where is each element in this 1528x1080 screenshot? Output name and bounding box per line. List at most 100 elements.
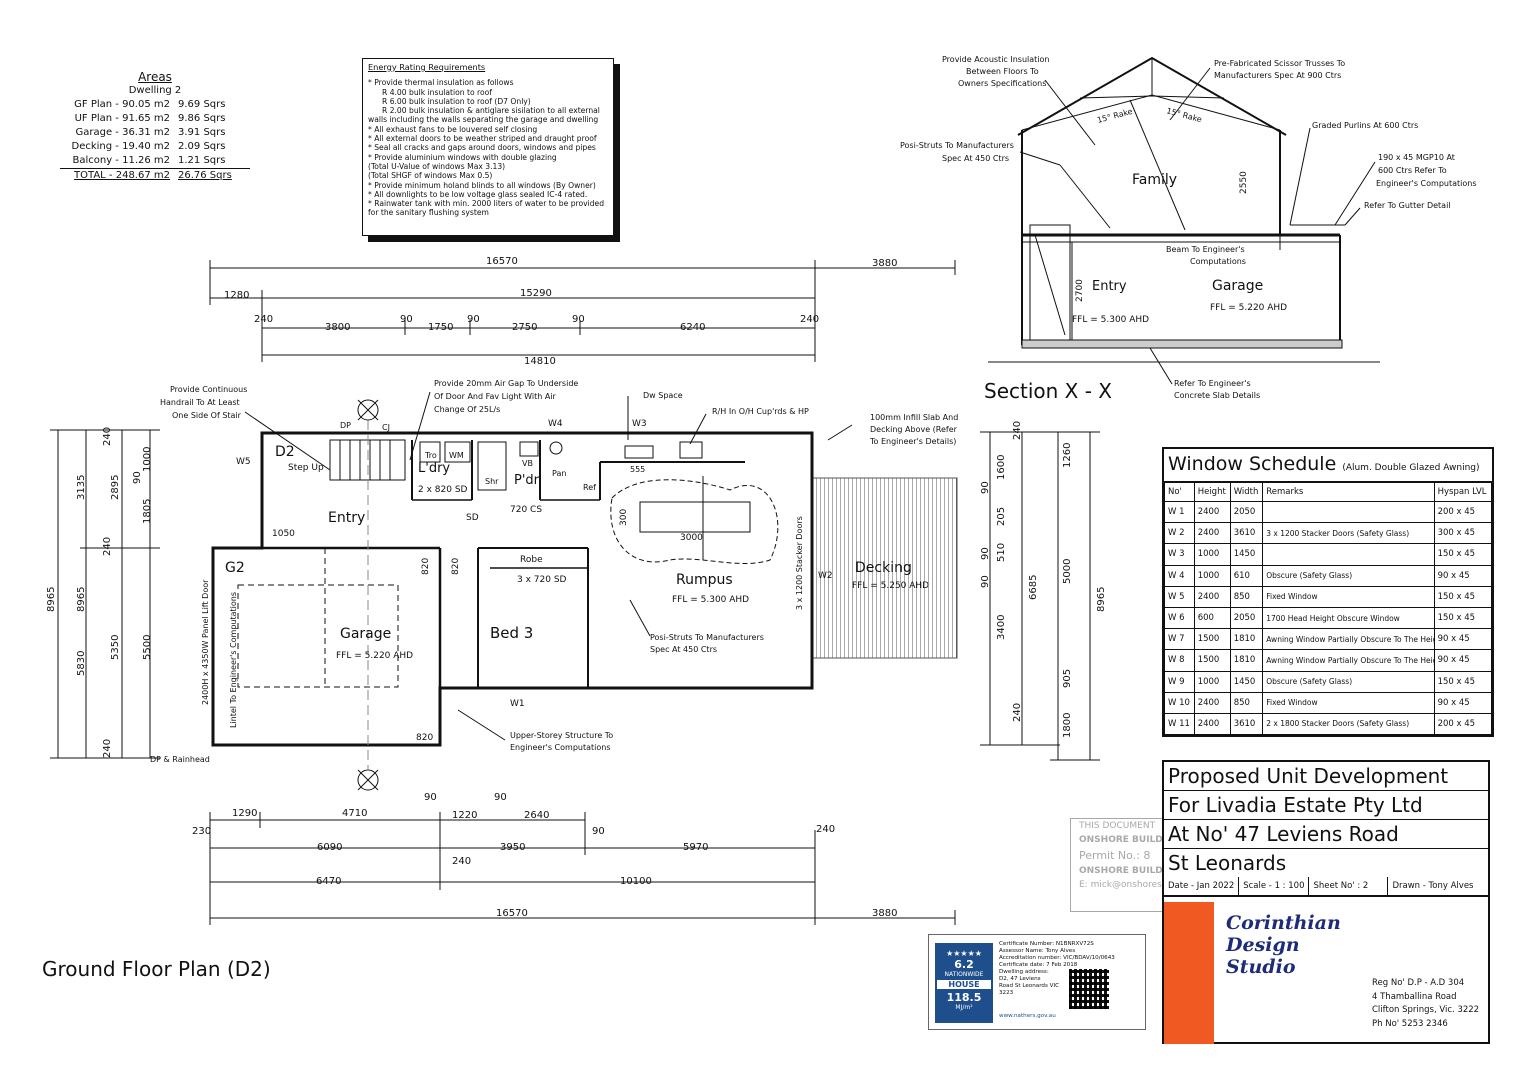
section-trusses-1: Pre-Fabricated Scissor Trusses To (1214, 59, 1345, 68)
star-icon: ★★★★★ (946, 949, 982, 958)
energy-line: * All exhaust fans to be louvered self c… (368, 124, 538, 134)
dim-right-6685: 6685 (1028, 575, 1039, 600)
dim-right-240b: 240 (1012, 703, 1023, 722)
schedule-cell: 2400 (1193, 585, 1231, 608)
dim-90a: 90 (400, 314, 413, 325)
dim-2750: 2750 (512, 322, 537, 333)
section-beam-2: Computations (1190, 257, 1246, 266)
section-h2550: 2550 (1239, 171, 1249, 194)
room-laundry: L'dry (418, 461, 450, 476)
area-label: UF Plan - 91.65 m2 (74, 113, 170, 124)
energy-line: * Provide thermal insulation as follows (368, 78, 514, 88)
section-entry: Entry (1092, 279, 1127, 294)
schedule-cell: 1810 (1229, 649, 1264, 672)
label-shr: Shr (485, 477, 499, 486)
energy-line: * Provide minimum holand blinds to all w… (368, 180, 596, 190)
note-airgap-1: Provide 20mm Air Gap To Underside (434, 379, 578, 388)
schedule-header-cell: Width (1229, 482, 1264, 502)
decking-ffl: FFL = 5.250 AHD (852, 581, 929, 591)
schedule-cell: 1700 Head Height Obscure Window (1262, 606, 1435, 630)
label-1050: 1050 (272, 529, 295, 539)
label-dp-rainhead: DP & Rainhead (150, 755, 210, 764)
energy-line: R 6.00 bulk insulation to roof (D7 Only) (382, 96, 531, 106)
certificate-field: Assessor Name: Tony Alves (999, 948, 1076, 954)
schedule-cell (1262, 500, 1435, 524)
dim-left-5500: 5500 (142, 635, 153, 660)
garage-ffl: FFL = 5.220 AHD (336, 651, 413, 661)
label-cupboards: R/H In O/H Cup'rds & HP (712, 407, 809, 416)
schedule-cell: 1500 (1193, 628, 1231, 651)
label-lintel: Lintel To Engineer's Computations (229, 592, 238, 728)
label-720cs: 720 CS (510, 505, 542, 515)
schedule-cell: 1000 (1193, 543, 1231, 566)
label-robe: Robe (520, 555, 543, 565)
note-handrail-2: Handrail To At Least (160, 398, 240, 407)
schedule-cell: 1810 (1229, 628, 1264, 651)
energy-line: walls including the walls separating the… (368, 115, 599, 125)
area-value: 2.09 Sqrs (178, 141, 226, 152)
room-garage: Garage (340, 626, 391, 642)
schedule-cell: 90 x 45 (1433, 628, 1493, 651)
schedule-cell: 90 x 45 (1433, 564, 1493, 587)
title-sheet: Sheet No' : 2 (1309, 877, 1389, 895)
schedule-cell: 90 x 45 (1433, 649, 1493, 672)
schedule-cell: 1450 (1229, 670, 1264, 693)
section-mgp-1: 190 x 45 MGP10 At (1378, 153, 1455, 162)
stamp-line-3: Permit No.: 8 (1079, 849, 1151, 862)
window-schedule: Window Schedule (Alum. Double Glazed Awn… (1162, 447, 1494, 738)
stamp-line-1: THIS DOCUMENT (1079, 821, 1156, 831)
section-mgp-2: 600 Ctrs Refer To (1378, 166, 1447, 175)
schedule-header-cell: No' (1164, 482, 1195, 502)
certificate-field: Dwelling address: (999, 969, 1049, 975)
dim-15290: 15290 (520, 288, 552, 299)
badge-nationwide: NATIONWIDE (944, 971, 984, 978)
label-step-up: Step Up (288, 463, 324, 473)
label-tro: Tro (424, 451, 437, 460)
label-820a: 820 (421, 558, 431, 575)
schedule-cell: W 3 (1164, 543, 1195, 566)
dim-90c: 90 (572, 314, 585, 325)
dim-right-510: 510 (996, 543, 1007, 562)
dim-left-1000: 1000 (142, 447, 153, 472)
schedule-cell: W 10 (1164, 691, 1195, 714)
title-line-3: At No' 47 Leviens Road (1164, 820, 1488, 849)
badge-house: HOUSE (937, 980, 991, 989)
label-ref: Ref (583, 483, 596, 492)
title-drawn: Drawn - Tony Alves (1392, 881, 1474, 891)
section-title: Section X - X (984, 379, 1112, 403)
dim-b90a: 90 (424, 792, 437, 803)
certificate-field: D2, 47 Leviens (999, 976, 1041, 982)
area-value: 1.21 Sqrs (178, 155, 226, 166)
dim-right-90b: 90 (980, 547, 991, 560)
certificate-field: Accreditation number: VIC/BDAV/10/0643 (999, 955, 1115, 961)
section-mgp-3: Engineer's Computations (1376, 179, 1477, 188)
areas-total: TOTAL - 248.67 m2 26.76 Sqrs (60, 168, 250, 183)
schedule-cell: 90 x 45 (1433, 691, 1493, 714)
schedule-cell (1262, 543, 1435, 566)
schedule-cell: 200 x 45 (1433, 712, 1493, 736)
section-trusses-2: Manufacturers Spec At 900 Ctrs (1214, 71, 1341, 80)
label-820c: 820 (416, 733, 433, 743)
star-rating-badge: ★★★★★ 6.2 NATIONWIDE HOUSE 118.5 MJ/m² (935, 943, 993, 1023)
dim-b240a: 240 (816, 824, 835, 835)
note-handrail-1: Provide Continuous (170, 385, 247, 394)
dim-right-90c: 90 (980, 575, 991, 588)
areas-subtitle: Dwelling 2 (128, 85, 182, 96)
schedule-cell: 610 (1229, 564, 1264, 587)
address-line-2: 4 Thamballina Road (1372, 991, 1457, 1002)
section-slab-2: Concrete Slab Details (1174, 391, 1260, 400)
room-bed3: Bed 3 (490, 624, 533, 642)
dim-230: 230 (192, 826, 211, 837)
rumpus-ffl: FFL = 5.300 AHD (672, 595, 749, 605)
energy-line: R 4.00 bulk insulation to roof (382, 87, 492, 97)
schedule-cell: 2400 (1193, 500, 1231, 524)
schedule-cell: Obscure (Safety Glass) (1262, 670, 1435, 693)
